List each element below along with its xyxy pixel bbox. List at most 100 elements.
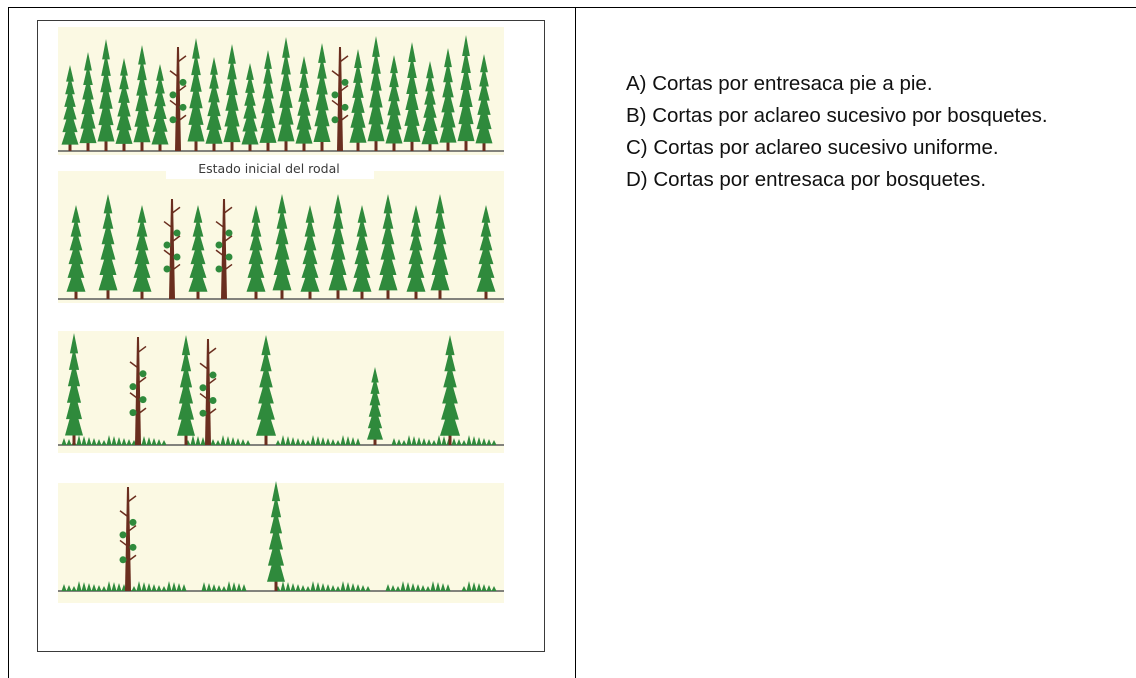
tree-foliage — [193, 205, 203, 223]
seedling — [195, 436, 201, 445]
seedling — [141, 436, 147, 445]
dead-branch — [207, 408, 217, 416]
tree-foliage — [349, 112, 367, 143]
tree-foliage — [476, 263, 496, 292]
conifer-tree — [151, 64, 169, 151]
seedling — [116, 583, 122, 591]
dead-branch — [207, 377, 217, 386]
seedling — [275, 440, 281, 445]
tree-foliage — [355, 228, 369, 251]
seedling — [441, 436, 447, 445]
tree-foliage — [304, 216, 316, 237]
tree-foliage — [461, 49, 471, 74]
tree-foliage — [135, 228, 149, 251]
tree-foliage — [421, 117, 439, 145]
tree-foliage — [367, 107, 385, 142]
tree-foliage — [475, 114, 493, 144]
sparse-foliage — [179, 103, 187, 111]
seedling — [61, 584, 67, 591]
seedling — [466, 435, 472, 445]
conifer-tree — [246, 205, 266, 299]
tree-foliage — [136, 71, 148, 96]
dead-branch — [207, 347, 217, 355]
seedling — [300, 439, 306, 445]
seedling — [76, 435, 82, 445]
conifer-tree — [256, 335, 276, 445]
seedling — [200, 437, 206, 445]
dead-branch — [169, 70, 179, 78]
sparse-foliage — [129, 518, 137, 526]
tree-foliage — [66, 65, 74, 82]
seedling — [66, 585, 72, 591]
conifer-tree — [352, 205, 372, 299]
figure-caption: Estado inicial del rodal — [198, 161, 340, 176]
dead-tree — [199, 339, 217, 445]
answer-options: A) Cortas por entresaca pie a pie. B) Co… — [626, 68, 1136, 196]
sparse-foliage — [215, 265, 223, 273]
seedling — [315, 436, 321, 445]
sparse-foliage — [169, 116, 177, 124]
seedling — [146, 583, 152, 591]
sparse-foliage — [173, 253, 181, 261]
tree-foliage — [316, 69, 328, 95]
regeneration-cluster-7 — [275, 581, 371, 591]
tree-foliage — [372, 36, 380, 57]
tree-foliage — [119, 69, 129, 90]
dead-branch — [331, 99, 341, 108]
dead-branch — [223, 206, 233, 214]
seedling — [315, 582, 321, 591]
conifer-tree — [79, 52, 97, 151]
seedling — [146, 437, 152, 445]
tree-foliage — [383, 194, 393, 214]
seedling — [131, 586, 137, 591]
seedling — [396, 439, 402, 445]
seedling — [440, 583, 446, 591]
seedling — [350, 437, 356, 445]
seedling — [426, 439, 432, 445]
tree-foliage — [407, 55, 417, 78]
seedling — [335, 586, 341, 591]
tree-foliage — [223, 110, 241, 143]
conifer-tree — [277, 37, 295, 151]
tree-foliage — [241, 117, 259, 145]
tree-foliage — [457, 107, 475, 142]
sparse-foliage — [129, 543, 137, 551]
seedling — [241, 584, 247, 591]
seedling — [111, 582, 117, 591]
conifer-tree — [223, 44, 241, 151]
seedling — [61, 438, 67, 445]
conifer-tree — [313, 43, 331, 151]
dead-tree-trunk — [125, 487, 131, 591]
seedling — [335, 440, 341, 445]
seedling — [401, 440, 407, 445]
dead-branch — [171, 235, 181, 243]
conifer-tree — [177, 335, 195, 445]
seedling — [176, 583, 182, 591]
tree-foliage — [478, 78, 490, 101]
regeneration-cluster-1 — [61, 435, 167, 445]
seedling — [395, 586, 401, 591]
conifer-tree — [66, 205, 86, 299]
seedling — [355, 584, 361, 591]
seedling — [365, 586, 371, 591]
tree-foliage — [177, 403, 195, 436]
tree-foliage — [192, 38, 200, 59]
tree-foliage — [208, 80, 220, 103]
tree-foliage — [317, 56, 327, 79]
tree-foliage — [210, 57, 218, 75]
tree-foliage — [226, 70, 238, 96]
tree-foliage — [300, 263, 320, 292]
seedling — [285, 436, 291, 445]
seedling — [305, 440, 311, 445]
tree-foliage — [69, 228, 83, 251]
tree-foliage — [178, 376, 194, 404]
seedling — [355, 438, 361, 445]
sparse-foliage — [209, 371, 217, 379]
option-b: B) Cortas por aclareo sucesivo por bosqu… — [626, 104, 1048, 127]
tree-foliage — [151, 118, 169, 145]
seedling — [81, 582, 87, 591]
tree-foliage — [305, 205, 315, 223]
seedling — [151, 584, 157, 591]
seedling — [310, 581, 316, 591]
seedling — [66, 439, 72, 445]
